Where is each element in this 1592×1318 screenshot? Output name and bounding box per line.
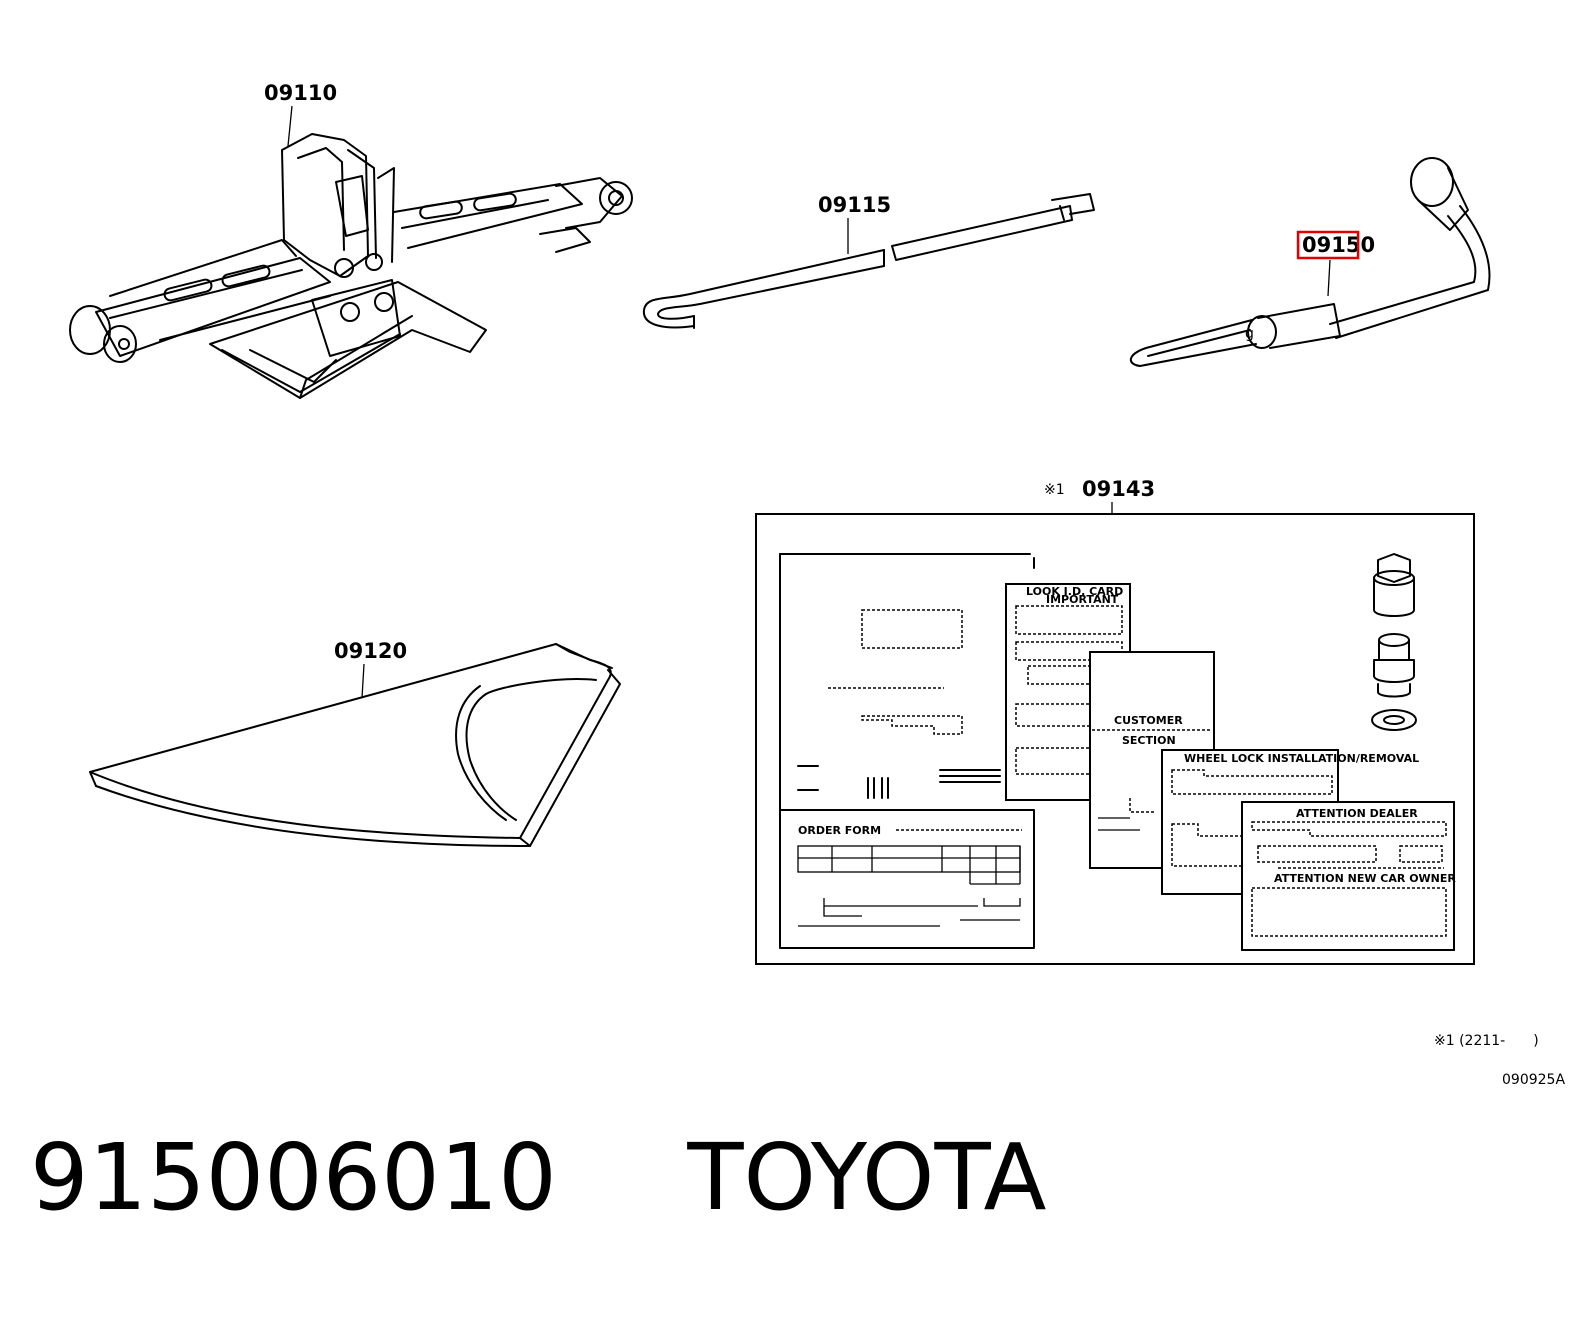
wedge-drawing: 09120 — [89, 639, 621, 847]
label-09150: 09150 — [1302, 233, 1375, 257]
attention-dealer-title: ATTENTION DEALER — [1296, 807, 1418, 820]
wrench-drawing: 09150 g — [1130, 157, 1491, 367]
label-09115: 09115 — [818, 193, 891, 217]
handle-drawing: 09115 — [642, 193, 1095, 329]
svg-text:g: g — [1245, 326, 1254, 342]
part-number: 915006010 — [30, 1124, 557, 1231]
lock-card-sub: IMPORTANT — [1046, 593, 1119, 606]
kit-frame — [755, 513, 1475, 965]
brand-name: TOYOTA — [687, 1124, 1047, 1231]
diagram-code: 090925A — [1502, 1072, 1565, 1088]
label-09143: 09143 — [1082, 477, 1155, 501]
label-09110: 09110 — [264, 81, 337, 105]
customer-title: CUSTOMER — [1114, 714, 1183, 727]
kit-drawing: ※1 09143 ORDER FORM — [755, 477, 1475, 965]
footnote: ※1 (2211- ) — [1434, 1033, 1539, 1049]
section-title: SECTION — [1122, 734, 1176, 747]
lock-card-title: LOOK I.D. CARD — [1026, 585, 1123, 598]
jack-drawing: 09110 — [69, 81, 633, 399]
order-form-sheet: ORDER FORM — [779, 553, 1035, 949]
highlight-box-09150 — [1296, 230, 1360, 260]
kit-marker: ※1 — [1044, 482, 1065, 498]
label-09120: 09120 — [334, 639, 407, 663]
attention-owner-title: ATTENTION NEW CAR OWNER — [1274, 872, 1456, 885]
lock-hardware — [1371, 553, 1417, 731]
attention-card: ATTENTION DEALER ATTENTION NEW CAR OWNER — [1241, 801, 1456, 951]
part-caption: 915006010 TOYOTA — [30, 1132, 1046, 1224]
order-form-title: ORDER FORM — [798, 824, 881, 837]
wheel-lock-title: WHEEL LOCK INSTALLATION/REMOVAL — [1184, 752, 1419, 765]
